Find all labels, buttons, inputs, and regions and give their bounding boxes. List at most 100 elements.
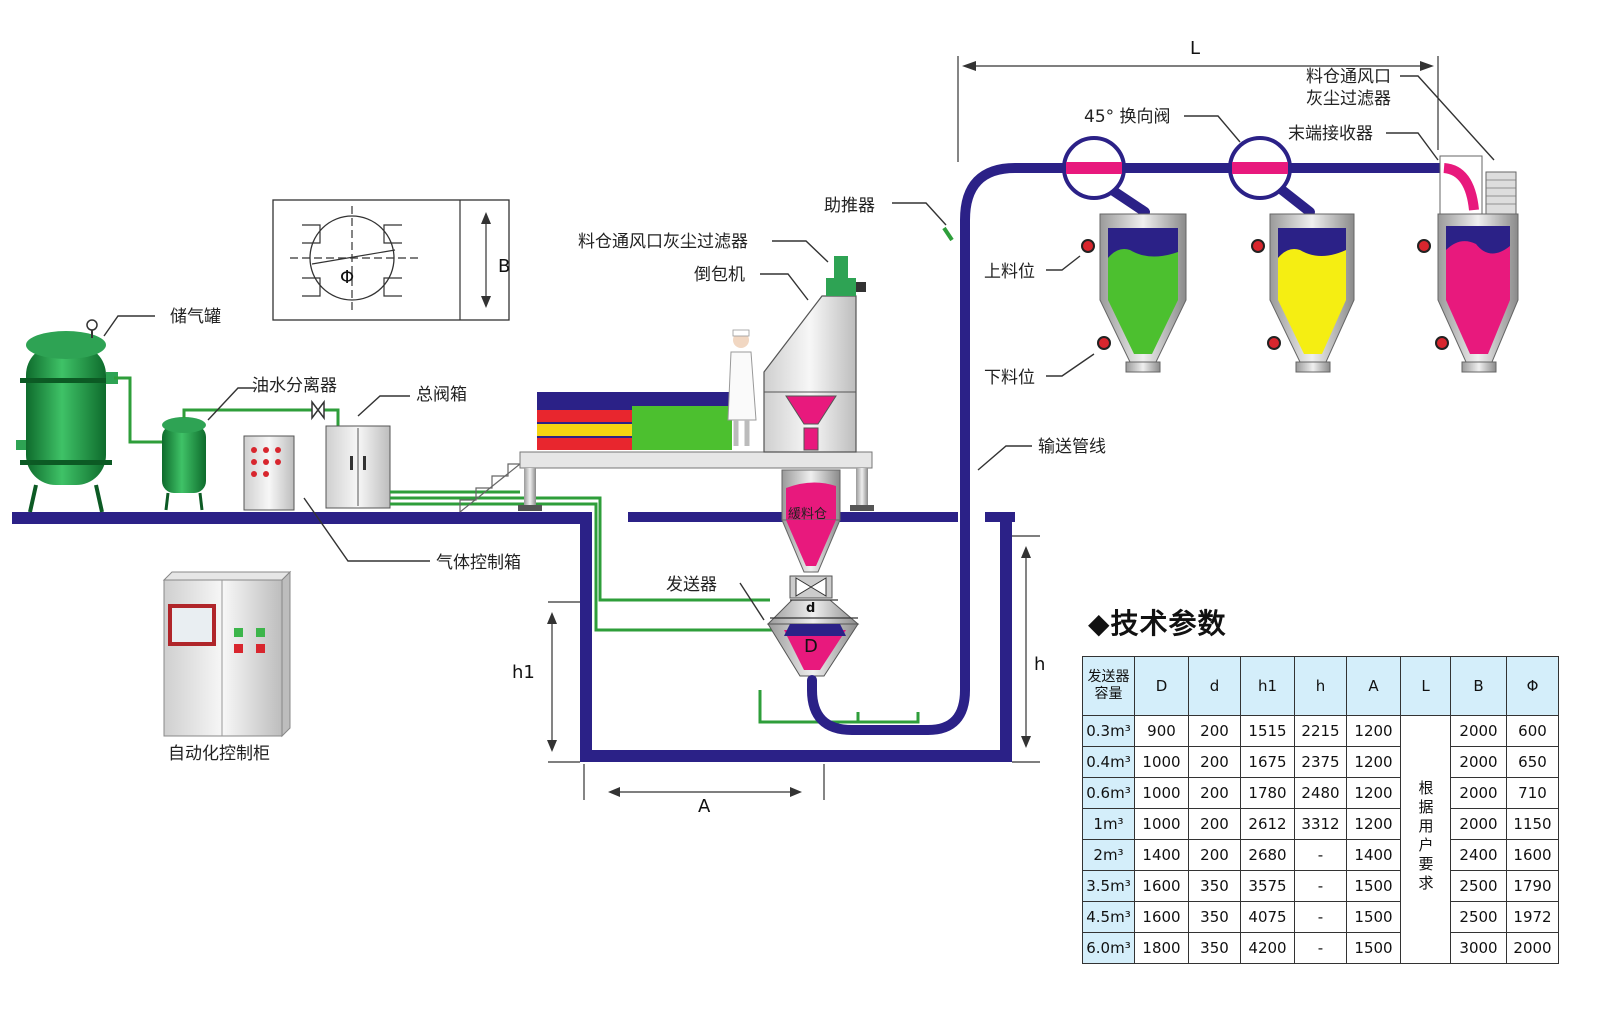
a-dimension-label: A bbox=[698, 796, 711, 817]
spec-cell: 1600 bbox=[1134, 901, 1189, 933]
spec-cell: 200 bbox=[1188, 777, 1241, 809]
dimension-l: L bbox=[957, 38, 1439, 162]
spec-cell: 200 bbox=[1188, 839, 1241, 871]
spec-cell: 1200 bbox=[1346, 777, 1401, 809]
main-valve-box bbox=[325, 425, 391, 509]
main-valve-box-label: 总阀箱 bbox=[416, 385, 467, 405]
spec-cell-capacity: 0.6m³ bbox=[1082, 777, 1135, 809]
stairs bbox=[459, 455, 531, 513]
platform bbox=[518, 451, 874, 511]
diverter-valve-2 bbox=[1228, 136, 1292, 200]
spec-header-φ: Φ bbox=[1506, 656, 1559, 716]
silo-yellow bbox=[1269, 185, 1355, 373]
d-small-label: d bbox=[806, 601, 815, 616]
spec-cell: 1780 bbox=[1240, 777, 1295, 809]
air-tank-label: 储气罐 bbox=[170, 307, 221, 327]
end-filter-label: 料仓通风口 灰尘过滤器 bbox=[1306, 67, 1396, 109]
high-level-label: 上料位 bbox=[984, 262, 1035, 282]
bin-vent-filter-label: 料仓通风口灰尘过滤器 bbox=[578, 232, 748, 252]
auto-control-cabinet-label: 自动化控制柜 bbox=[168, 744, 270, 764]
b-dimension-label: B bbox=[498, 256, 510, 277]
spec-cell: 900 bbox=[1134, 715, 1189, 747]
spec-cell: 4200 bbox=[1240, 932, 1295, 964]
hand-valve-icon bbox=[311, 399, 325, 421]
l-dimension-label: L bbox=[1190, 38, 1200, 59]
bag-pallet bbox=[537, 392, 732, 450]
end-receiver bbox=[1439, 155, 1517, 215]
spec-cell: 1972 bbox=[1506, 901, 1559, 933]
spec-cell: - bbox=[1294, 932, 1347, 964]
bag-dumper bbox=[763, 256, 866, 453]
air-tank bbox=[16, 319, 118, 513]
level-sensor-icons bbox=[1081, 239, 1449, 350]
spec-header-l: L bbox=[1400, 656, 1451, 716]
spec-cell: 2000 bbox=[1450, 777, 1507, 809]
spec-cell: 1200 bbox=[1346, 715, 1401, 747]
spec-cell: 2000 bbox=[1450, 746, 1507, 778]
spec-cell-capacity: 1m³ bbox=[1082, 808, 1135, 840]
bag-dumper-label: 倒包机 bbox=[694, 265, 745, 285]
spec-cell: 1500 bbox=[1346, 901, 1401, 933]
leader-lines bbox=[103, 75, 1495, 621]
spec-cell: 1200 bbox=[1346, 808, 1401, 840]
spec-cell: 1500 bbox=[1346, 870, 1401, 902]
dimension-a: A bbox=[583, 764, 825, 817]
spec-cell-capacity: 3.5m³ bbox=[1082, 870, 1135, 902]
sender-vessel: D d bbox=[766, 599, 860, 677]
spec-cell: 1000 bbox=[1134, 746, 1189, 778]
spec-cell: 1000 bbox=[1134, 808, 1189, 840]
spec-cell: 710 bbox=[1506, 777, 1559, 809]
low-level-label: 下料位 bbox=[984, 368, 1035, 388]
spec-cell: 600 bbox=[1506, 715, 1559, 747]
h-dimension-label: h bbox=[1034, 654, 1045, 675]
spec-cell: - bbox=[1294, 870, 1347, 902]
spec-cell: 2480 bbox=[1294, 777, 1347, 809]
spec-header-a: A bbox=[1346, 656, 1401, 716]
spec-title: ◆技术参数 bbox=[1088, 607, 1227, 640]
spec-cell: 1150 bbox=[1506, 808, 1559, 840]
booster-label: 助推器 bbox=[824, 196, 875, 216]
spec-cell: 1790 bbox=[1506, 870, 1559, 902]
spec-cell: 2215 bbox=[1294, 715, 1347, 747]
spec-cell: 350 bbox=[1188, 870, 1241, 902]
spec-header-h1: h1 bbox=[1240, 656, 1295, 716]
conveying-pipe bbox=[807, 163, 1470, 735]
silo-magenta bbox=[1437, 213, 1519, 373]
spec-cell: 200 bbox=[1188, 808, 1241, 840]
sender-label: 发送器 bbox=[666, 575, 717, 595]
spec-cell-capacity: 4.5m³ bbox=[1082, 901, 1135, 933]
spec-cell: 3312 bbox=[1294, 808, 1347, 840]
spec-cell-capacity: 2m³ bbox=[1082, 839, 1135, 871]
conveying-line-label: 输送管线 bbox=[1038, 437, 1106, 457]
spec-cell: 650 bbox=[1506, 746, 1559, 778]
spec-header-d: d bbox=[1188, 656, 1241, 716]
spec-cell: 2680 bbox=[1240, 839, 1295, 871]
spec-cell: 2000 bbox=[1450, 715, 1507, 747]
gas-control-box bbox=[243, 435, 295, 511]
plan-view-sketch: Φ B bbox=[272, 199, 510, 321]
sender-valve bbox=[789, 575, 833, 599]
spec-cell: 2400 bbox=[1450, 839, 1507, 871]
spec-cell: 1675 bbox=[1240, 746, 1295, 778]
spec-cell-capacity: 0.4m³ bbox=[1082, 746, 1135, 778]
silo-green bbox=[1099, 185, 1187, 373]
spec-cell: 1515 bbox=[1240, 715, 1295, 747]
spec-cell: 1600 bbox=[1506, 839, 1559, 871]
buffer-bin: 緩料仓 bbox=[781, 469, 841, 573]
diverter-valve-1 bbox=[1062, 136, 1126, 200]
spec-cell: 200 bbox=[1188, 746, 1241, 778]
spec-cell: 200 bbox=[1188, 715, 1241, 747]
spec-cell: 2375 bbox=[1294, 746, 1347, 778]
spec-header-b: B bbox=[1450, 656, 1507, 716]
oil-water-separator-label: 油水分离器 bbox=[252, 376, 337, 396]
dimension-h: h bbox=[1012, 535, 1045, 763]
